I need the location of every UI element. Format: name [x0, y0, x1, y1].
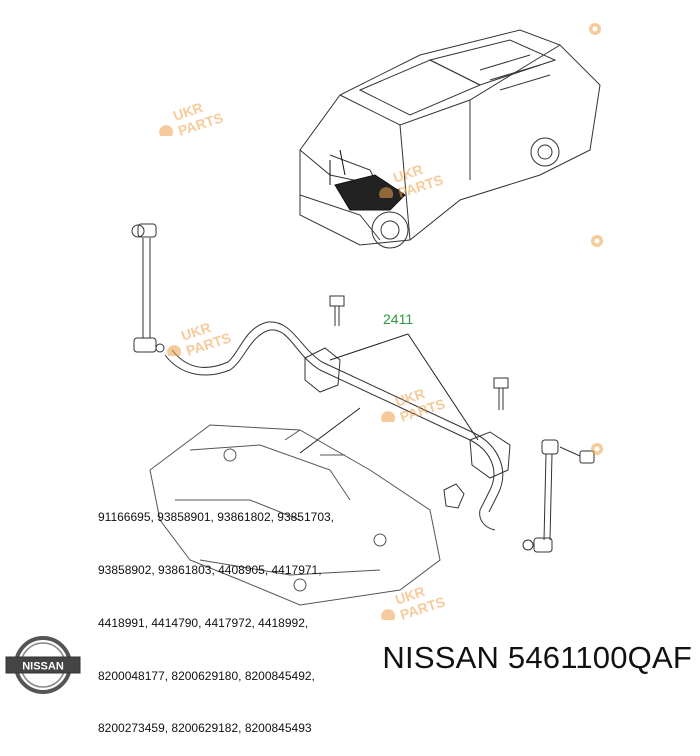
gear-icon	[591, 443, 603, 455]
gear-icon	[589, 23, 601, 35]
leader-lines	[299, 333, 479, 454]
part-number-line: 91166695, 93858901, 93861802, 93851703,	[98, 510, 335, 525]
vehicle-illustration	[299, 29, 601, 249]
part-number-line: 8200273459, 8200629182, 8200845493	[98, 721, 312, 736]
bolts	[329, 295, 509, 410]
nissan-logo-text: NISSAN	[22, 661, 64, 673]
parts-diagram	[131, 29, 601, 606]
part-number-line: 8200048177, 8200629180, 8200845492,	[98, 668, 315, 683]
part-number-list: 91166695, 93858901, 93861802, 93851703, …	[98, 474, 334, 756]
caption-brand: NISSAN	[382, 640, 500, 675]
watermark-ukr-parts: UKR PARTS	[381, 583, 447, 620]
watermark-ukr-parts: UKR PARTS	[381, 385, 447, 422]
callout-label: 2411	[383, 311, 414, 327]
part-caption: NISSAN 5461100QAF	[382, 640, 692, 676]
nissan-logo: NISSAN	[5, 636, 81, 694]
watermark-ukr-parts: UKR PARTS	[379, 161, 445, 198]
gear-icon	[591, 235, 603, 247]
left-stabilizer-link	[131, 223, 165, 353]
stabilizer-bar	[164, 321, 511, 531]
caption-part-number: 5461100QAF	[507, 640, 692, 675]
subframe	[149, 424, 441, 606]
watermark-ukr-parts: UKR PARTS	[167, 319, 233, 356]
part-number-line: 93858902, 93861803, 4408905, 4417971,	[98, 562, 322, 577]
watermark-ukr-parts: UKR PARTS	[159, 99, 225, 136]
part-number-line: 4418991, 4414790, 4417972, 4418992,	[98, 615, 309, 630]
right-stabilizer-link	[522, 439, 595, 553]
